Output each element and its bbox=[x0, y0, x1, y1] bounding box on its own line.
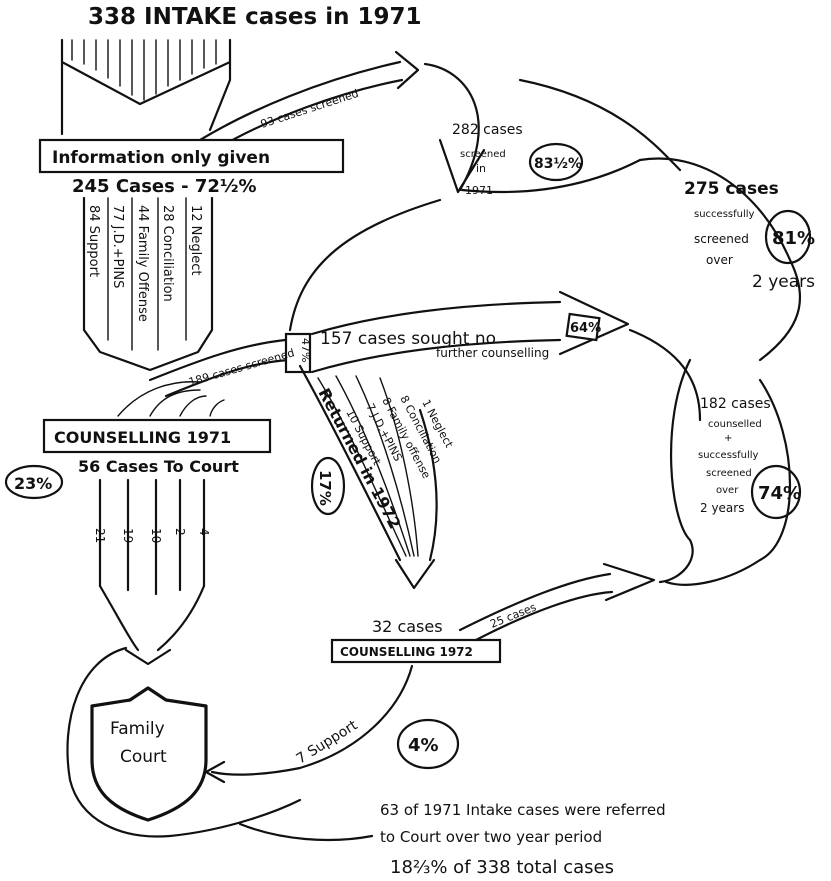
breakdown-family-offense: 44 Family Offense bbox=[135, 205, 150, 322]
info-only-box bbox=[38, 138, 345, 174]
no-further-line1: 157 cases sought no bbox=[320, 329, 496, 349]
pct-83-circle bbox=[528, 142, 584, 182]
counselled-182-line1: 182 cases bbox=[700, 396, 771, 412]
court-breakdown-lines: 21 19 10 2 4 bbox=[93, 478, 211, 666]
court-count-21: 21 bbox=[93, 528, 107, 543]
counselled-182-line2: counselled bbox=[708, 419, 762, 430]
success-275-line3: screened bbox=[694, 232, 749, 246]
counselling-1971-label: COUNSELLING 1971 bbox=[54, 428, 231, 447]
court-count-19: 19 bbox=[121, 528, 135, 543]
screened-282-group: 282 cases screened in 1971 83½% bbox=[423, 62, 584, 197]
pct-47-box bbox=[284, 332, 312, 374]
summary-line2: to Court over two year period bbox=[380, 828, 602, 846]
to-court-56-label: 56 Cases To Court bbox=[78, 457, 239, 476]
summary-line1: 63 of 1971 Intake cases were referred bbox=[380, 801, 666, 819]
court-count-2: 2 bbox=[173, 528, 187, 536]
pct-17-label: 17% bbox=[316, 470, 334, 506]
no-further-line2: further counselling bbox=[436, 346, 549, 360]
breakdown-conciliation: 28 Conciliation bbox=[160, 205, 175, 302]
info-only-cases: 245 Cases - 72½% bbox=[72, 176, 257, 197]
pct-74-label: 74% bbox=[758, 483, 801, 504]
support-7-label: 7 Support bbox=[294, 717, 361, 767]
counselled-182-line4: successfully bbox=[698, 450, 759, 461]
breakdown-neglect: 12 Neglect bbox=[188, 205, 203, 276]
pct-83-label: 83½% bbox=[534, 156, 582, 172]
no-further-arrow: 157 cases sought no further counselling … bbox=[310, 290, 630, 374]
counselled-182-group: 182 cases counselled + successfully scre… bbox=[628, 328, 802, 586]
support-7-arrow: 7 Support bbox=[204, 664, 414, 784]
info-breakdown-arrow: 84 Support 77 J.D.+PINS 44 Family Offens… bbox=[82, 196, 214, 372]
info-to-counselling bbox=[117, 381, 225, 417]
success-275-group: 275 cases successfully screened over 2 y… bbox=[460, 78, 815, 362]
court-count-10: 10 bbox=[149, 528, 163, 543]
success-275-line5: 2 years bbox=[752, 272, 815, 292]
breakdown-support: 84 Support bbox=[86, 205, 101, 277]
pct-23-label: 23% bbox=[14, 474, 52, 493]
counselled-182-line3: + bbox=[724, 433, 732, 444]
screened-93-arrow: 93 cases screened bbox=[198, 50, 420, 150]
diagram-title: 338 INTAKE cases in 1971 bbox=[88, 4, 422, 30]
pct-4-circle bbox=[396, 718, 460, 770]
screened-25-arrow: 25 cases bbox=[458, 562, 656, 642]
screened-282-line1: 282 cases bbox=[452, 122, 523, 138]
screened-93-label: 93 cases screened bbox=[259, 87, 360, 131]
pct-64-label: 64% bbox=[570, 321, 601, 336]
pct-74-circle bbox=[750, 464, 802, 520]
pct-23-circle bbox=[4, 464, 64, 500]
pct-64-box bbox=[565, 312, 601, 342]
success-275-line2: successfully bbox=[694, 209, 755, 220]
breakdown-jd-pins: 77 J.D.+PINS bbox=[110, 205, 125, 288]
counselled-182-line7: 2 years bbox=[700, 501, 744, 515]
counselled-182-line6: over bbox=[716, 485, 739, 496]
pct-47-label: 47% bbox=[299, 338, 312, 362]
screened-189-label: 189 cases screened bbox=[187, 346, 296, 389]
family-court-shield: Family Court bbox=[90, 686, 208, 822]
counselling-1971-box bbox=[42, 418, 272, 454]
counselled-182-line5: screened bbox=[706, 468, 752, 479]
pct-81-circle bbox=[764, 209, 812, 265]
court-loop-tail bbox=[238, 822, 374, 842]
counselling-1972-label: COUNSELLING 1972 bbox=[340, 645, 473, 659]
info-only-label: Information only given bbox=[52, 148, 270, 168]
family-court-line2: Court bbox=[120, 747, 167, 767]
branch-to-282 bbox=[288, 198, 442, 332]
screened-282-line2: screened bbox=[460, 149, 506, 160]
counselling-1972-cases: 32 cases bbox=[372, 617, 443, 636]
success-275-line1: 275 cases bbox=[684, 179, 779, 199]
pct-4-label: 4% bbox=[408, 735, 439, 756]
court-count-4: 4 bbox=[197, 528, 211, 536]
counselling-1972-box bbox=[330, 638, 502, 664]
summary-line3: 18⅔% of 338 total cases bbox=[390, 857, 614, 878]
family-court-line1: Family bbox=[110, 719, 165, 739]
court-loop bbox=[66, 646, 302, 838]
success-275-line4: over bbox=[706, 253, 733, 267]
screened-282-line3: in bbox=[476, 162, 486, 175]
pct-17-circle bbox=[310, 456, 346, 516]
intake-funnel bbox=[60, 38, 232, 136]
screened-189-group: 47% 189 cases screened bbox=[148, 332, 312, 398]
returned-1972-flow: Returned in 1972 10 Support 7 J.D.+PINS … bbox=[298, 364, 456, 590]
